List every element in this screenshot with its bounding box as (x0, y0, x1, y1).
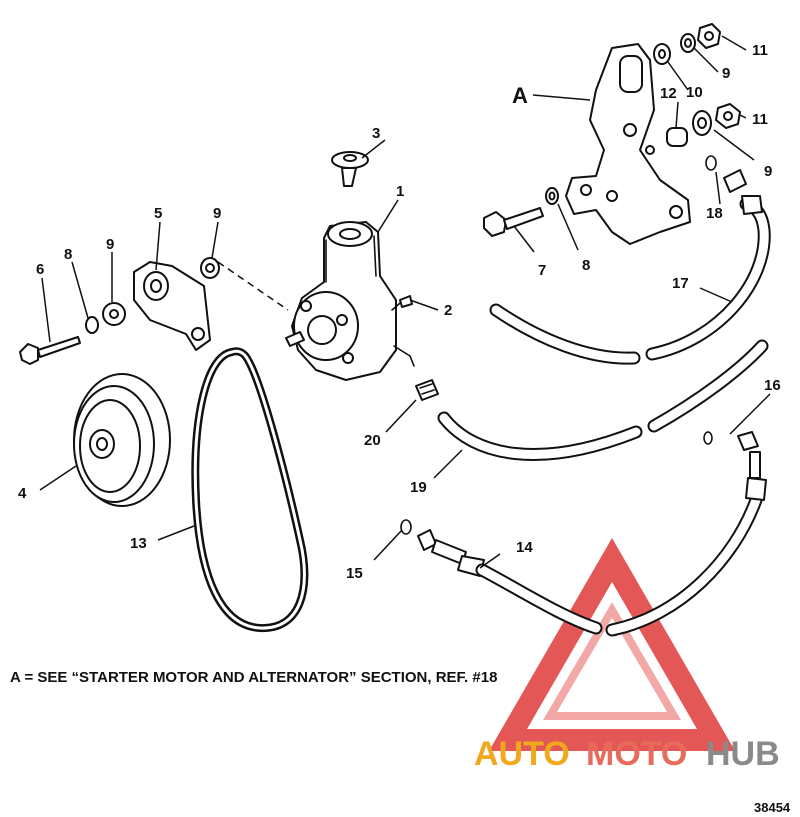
label-11-top: 11 (752, 42, 768, 59)
reservoir-cap (331, 151, 369, 187)
watermark-logo (488, 538, 736, 751)
label-19: 19 (410, 479, 427, 496)
power-steering-pump (285, 221, 415, 381)
leader-lines (39, 35, 771, 569)
label-2: 2 (444, 302, 452, 319)
figure-number: 38454 (754, 800, 791, 815)
label-1: 1 (396, 183, 404, 200)
hose-17 (489, 169, 771, 365)
label-3: 3 (372, 125, 380, 142)
callout-labels: A 1 2 3 4 5 6 7 8 8 9 9 9 9 10 11 11 12 … (18, 42, 781, 582)
label-6: 6 (36, 261, 44, 278)
label-9-top: 9 (722, 65, 730, 82)
hose-14 (400, 431, 767, 637)
label-8-right: 8 (582, 257, 590, 274)
label-11-mid: 11 (752, 111, 768, 128)
label-5: 5 (154, 205, 162, 222)
watermark-text: AUTO MOTO HUB (474, 735, 780, 773)
bolt-7 (483, 187, 559, 237)
label-8-left: 8 (64, 246, 72, 263)
label-9-right: 9 (764, 163, 772, 180)
pulley (73, 373, 171, 507)
label-12: 12 (660, 85, 677, 102)
watermark-moto: MOTO (586, 735, 687, 773)
label-20: 20 (364, 432, 381, 449)
label-7: 7 (538, 262, 546, 279)
drive-belt (191, 347, 309, 633)
label-4: 4 (18, 485, 27, 502)
label-A: A (512, 83, 528, 108)
watermark-auto: AUTO (474, 735, 570, 773)
bracket-a (565, 43, 691, 245)
label-9-bracket: 9 (213, 205, 221, 222)
label-16: 16 (764, 377, 781, 394)
label-14: 14 (516, 539, 533, 556)
hose-19 (437, 339, 769, 461)
label-9-left: 9 (106, 236, 114, 253)
reference-note: A = SEE “STARTER MOTOR AND ALTERNATOR” S… (10, 669, 497, 686)
label-15: 15 (346, 565, 363, 582)
label-18: 18 (706, 205, 723, 222)
label-10: 10 (686, 84, 703, 101)
label-17: 17 (672, 275, 689, 292)
fitting-20 (415, 379, 439, 401)
watermark-hub: HUB (706, 735, 780, 773)
hardware-top-right (653, 23, 741, 171)
label-13: 13 (130, 535, 147, 552)
pump-bracket-5 (19, 257, 289, 365)
